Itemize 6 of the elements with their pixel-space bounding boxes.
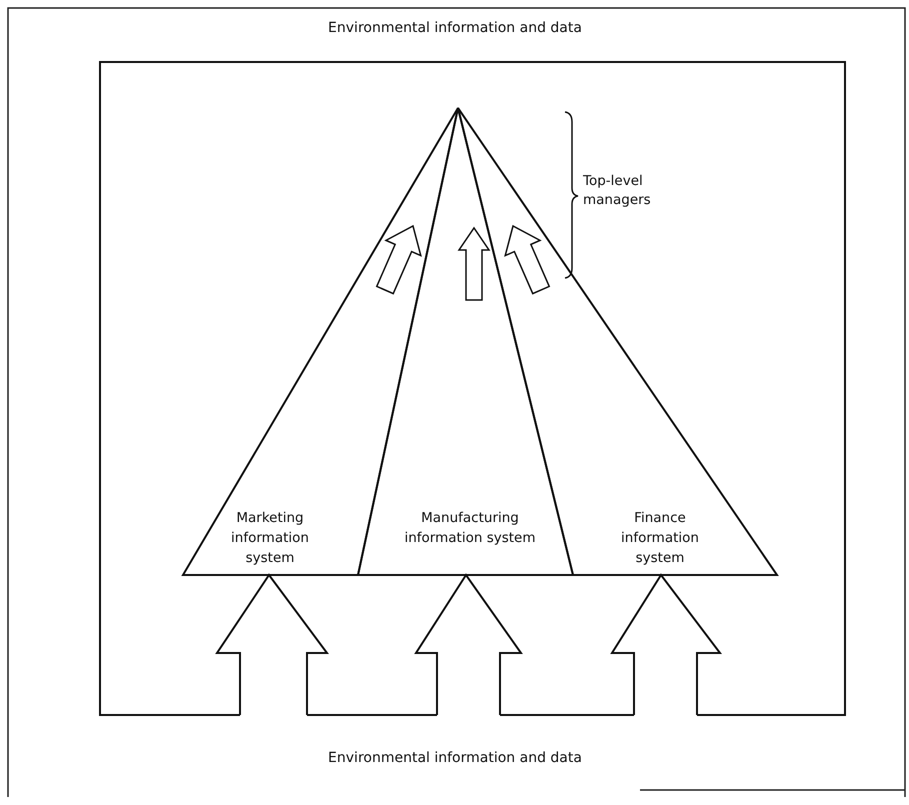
segment-label: Manufacturing information system bbox=[403, 509, 536, 548]
environment-label: Environmental information and data bbox=[328, 750, 582, 766]
segment-label: Finance information system bbox=[620, 509, 700, 568]
environment-label: Environmental information and data bbox=[328, 20, 582, 36]
segment-label: Marketing information system bbox=[230, 509, 310, 568]
level-label: Top-level managers bbox=[583, 172, 652, 210]
